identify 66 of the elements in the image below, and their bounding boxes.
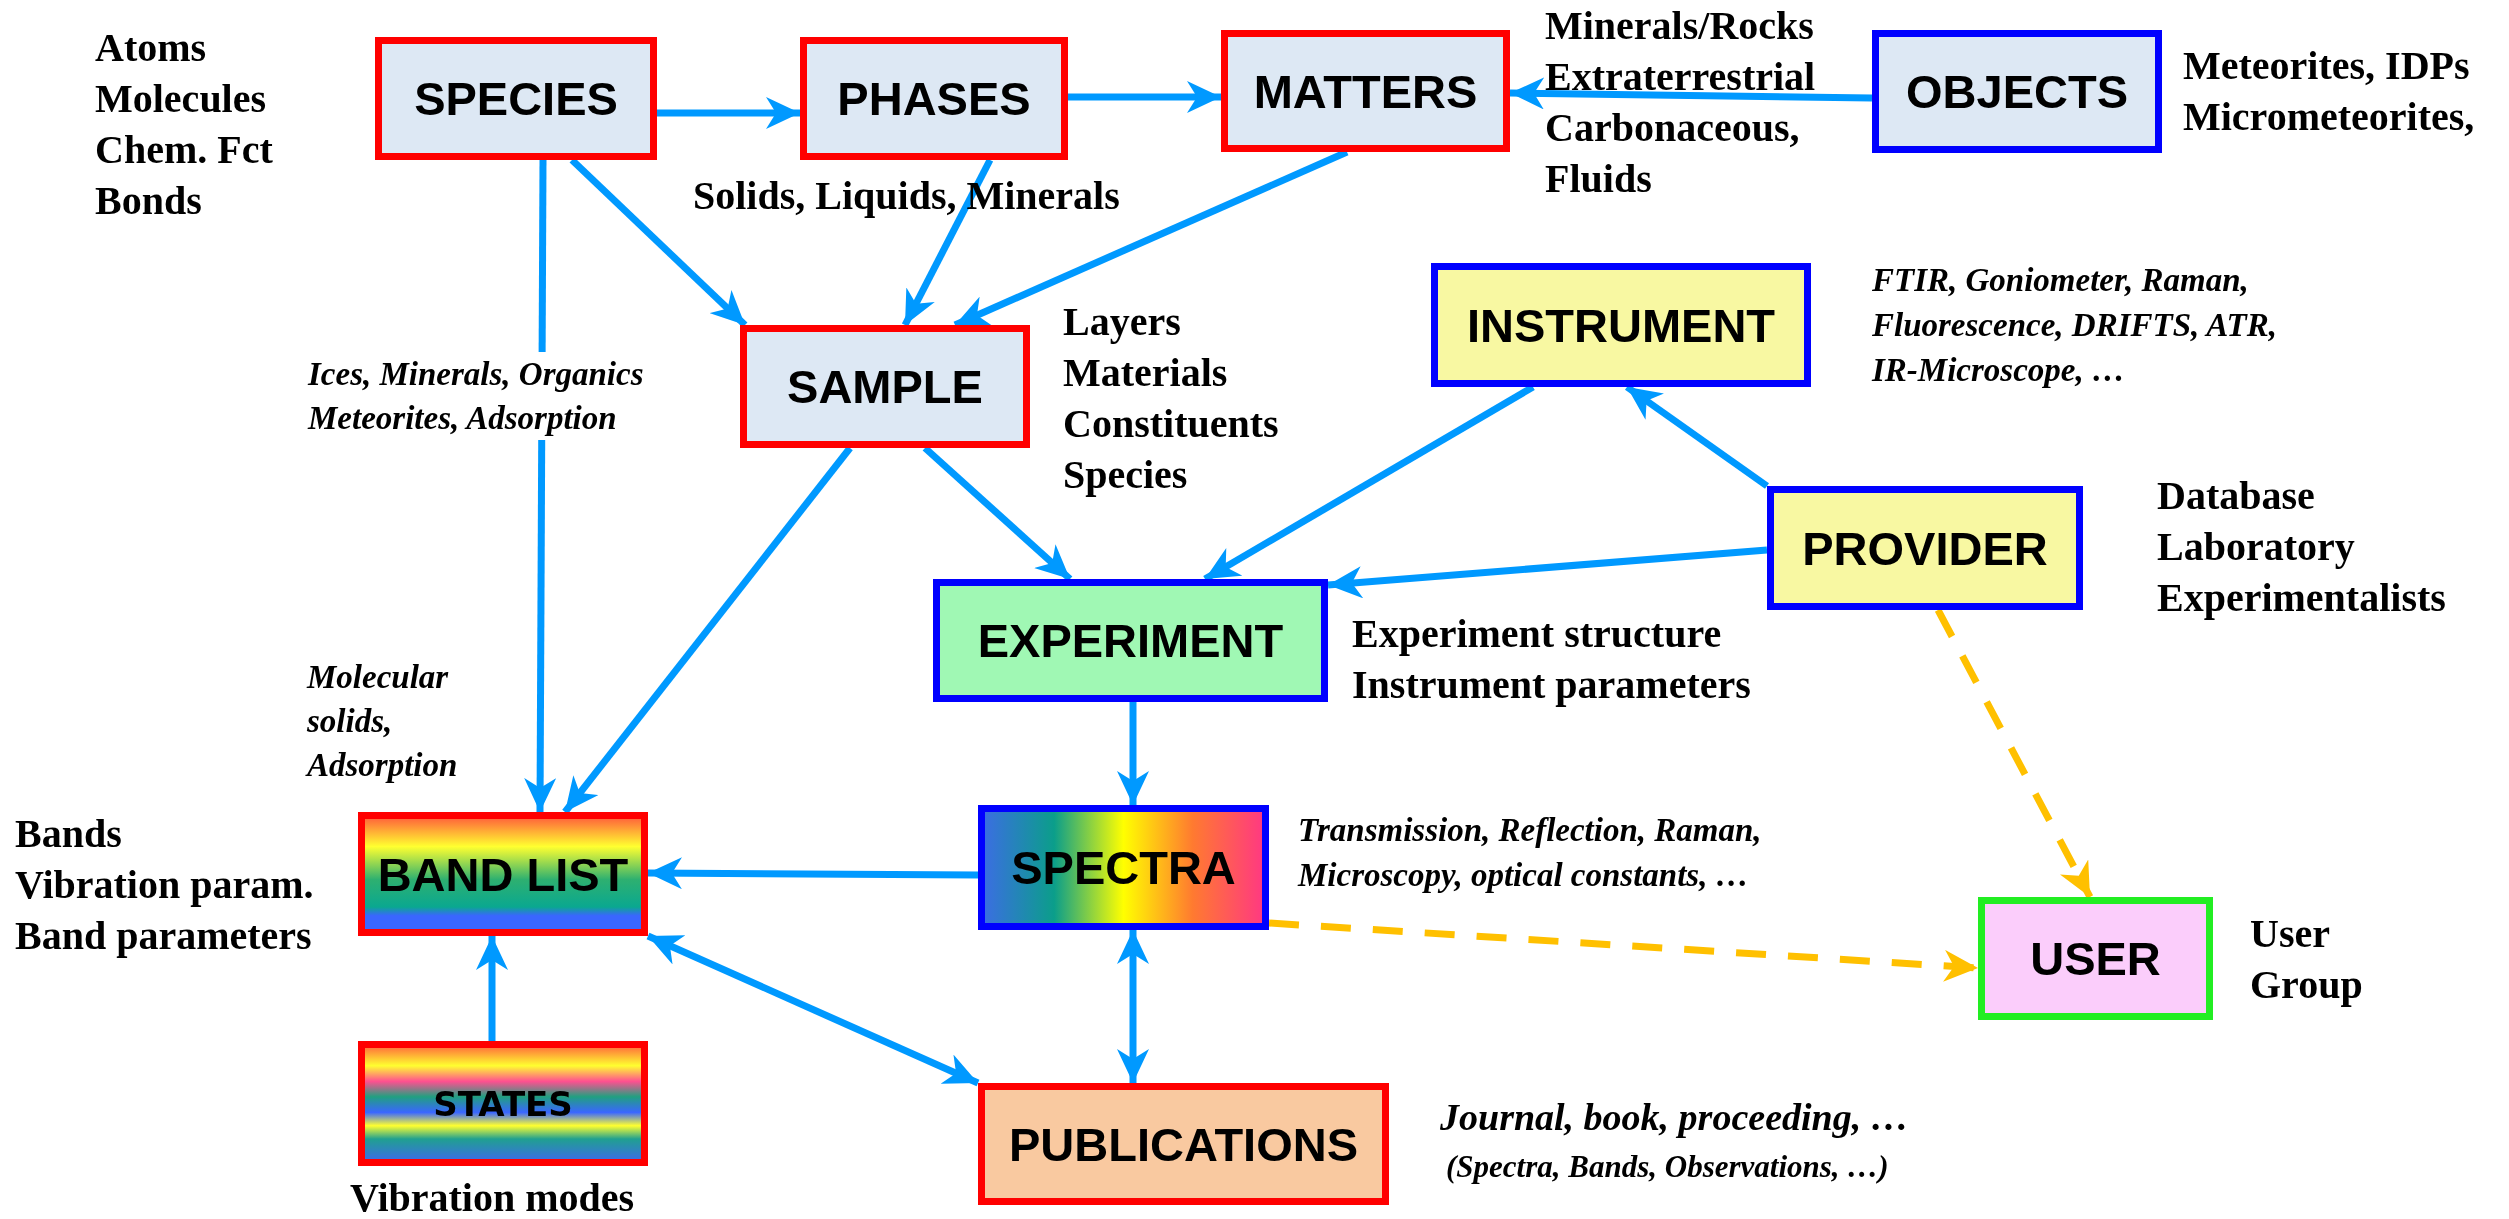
annotation-text: Extraterrestrial [1545,53,1817,101]
arrow [657,97,800,129]
annotation-text: Bands [15,810,123,858]
annotation-text: Fluids [1545,155,1653,203]
node-label: STATES [433,1083,573,1124]
process-box [933,579,1328,702]
annotation-text: Layers [1063,298,1182,346]
annotation-text: Experimentalists [2157,574,2447,622]
annotation-text: Minerals/Rocks [1545,2,1815,50]
annotation-text: Database [2157,472,2316,520]
annotation-text: Species [1063,451,1189,499]
process-box [740,325,1030,448]
dashed-arrow [1934,608,2094,899]
arrow [1509,77,1873,110]
arrow [1117,702,1149,805]
arrow [1068,81,1221,113]
node-label: BAND LIST [377,846,629,902]
arrow [1327,546,1768,599]
annotation-text: Journal, book, proceeding, … [1440,1095,1910,1140]
arrow [901,158,994,327]
process-box [1431,263,1811,387]
annotation-text: Chem. Fct [95,126,274,174]
annotation-text: Experiment structure [1352,610,1723,658]
process-box [1767,486,2083,610]
annotation-text: Molecular solids, Adsorption [307,658,459,785]
process-box [800,37,1068,160]
annotation-text: Constituents [1063,400,1280,448]
annotation-text: Carbonaceous, [1545,104,1801,152]
process-box [358,812,648,936]
double-arrow [1117,930,1149,1083]
process-box [1978,897,2213,1020]
annotation-text: Meteorites, IDPs [2183,42,2471,90]
node-label: SPECIES [414,71,618,126]
node-label: PUBLICATIONS [1009,1116,1358,1172]
node-label: MATTERS [1253,63,1478,119]
annotation-text: User [2250,910,2331,958]
node-label: USER [2030,931,2161,986]
annotation-text: Atoms [95,24,208,72]
annotation-text: FTIR, Goniometer, Raman, Fluorescence, DRIFTS, ATR, IR-Microscope, … [1872,261,2278,390]
dashed-arrow [1268,919,1979,982]
double-arrow [646,932,980,1087]
annotation-text: Vibration param. [15,861,315,909]
process-box [358,1041,648,1166]
annotation-text: Transmission, Reflection, Raman, Microscopy, optical constants, … [1298,811,1763,895]
arrow [476,936,508,1041]
process-box [1872,30,2162,153]
annotation-text: Micrometeorites, [2183,93,2476,141]
arrow [647,857,979,890]
annotation-text: (Spectra, Bands, Observations, …) [1445,1148,1890,1186]
node-label: EXPERIMENT [977,613,1284,668]
annotation-text: Band parameters [15,912,313,960]
node-label: OBJECTS [1906,64,2128,119]
node-label: SAMPLE [787,359,983,414]
annotation-text: Bonds [95,177,203,225]
node-label: INSTRUMENT [1466,297,1776,353]
process-box [1221,30,1510,152]
annotation-text: Instrument parameters [1352,661,1752,709]
annotation-text: Materials [1063,349,1229,397]
annotation-text: Laboratory [2157,523,2356,571]
process-box [375,37,657,160]
annotation-text: Vibration modes [350,1174,636,1219]
annotation-text: Molecules [95,75,268,123]
process-box [978,1083,1389,1205]
annotation-text: Group [2250,961,2364,1009]
node-label: PHASES [837,71,1031,126]
node-label: PROVIDER [1802,520,2048,576]
